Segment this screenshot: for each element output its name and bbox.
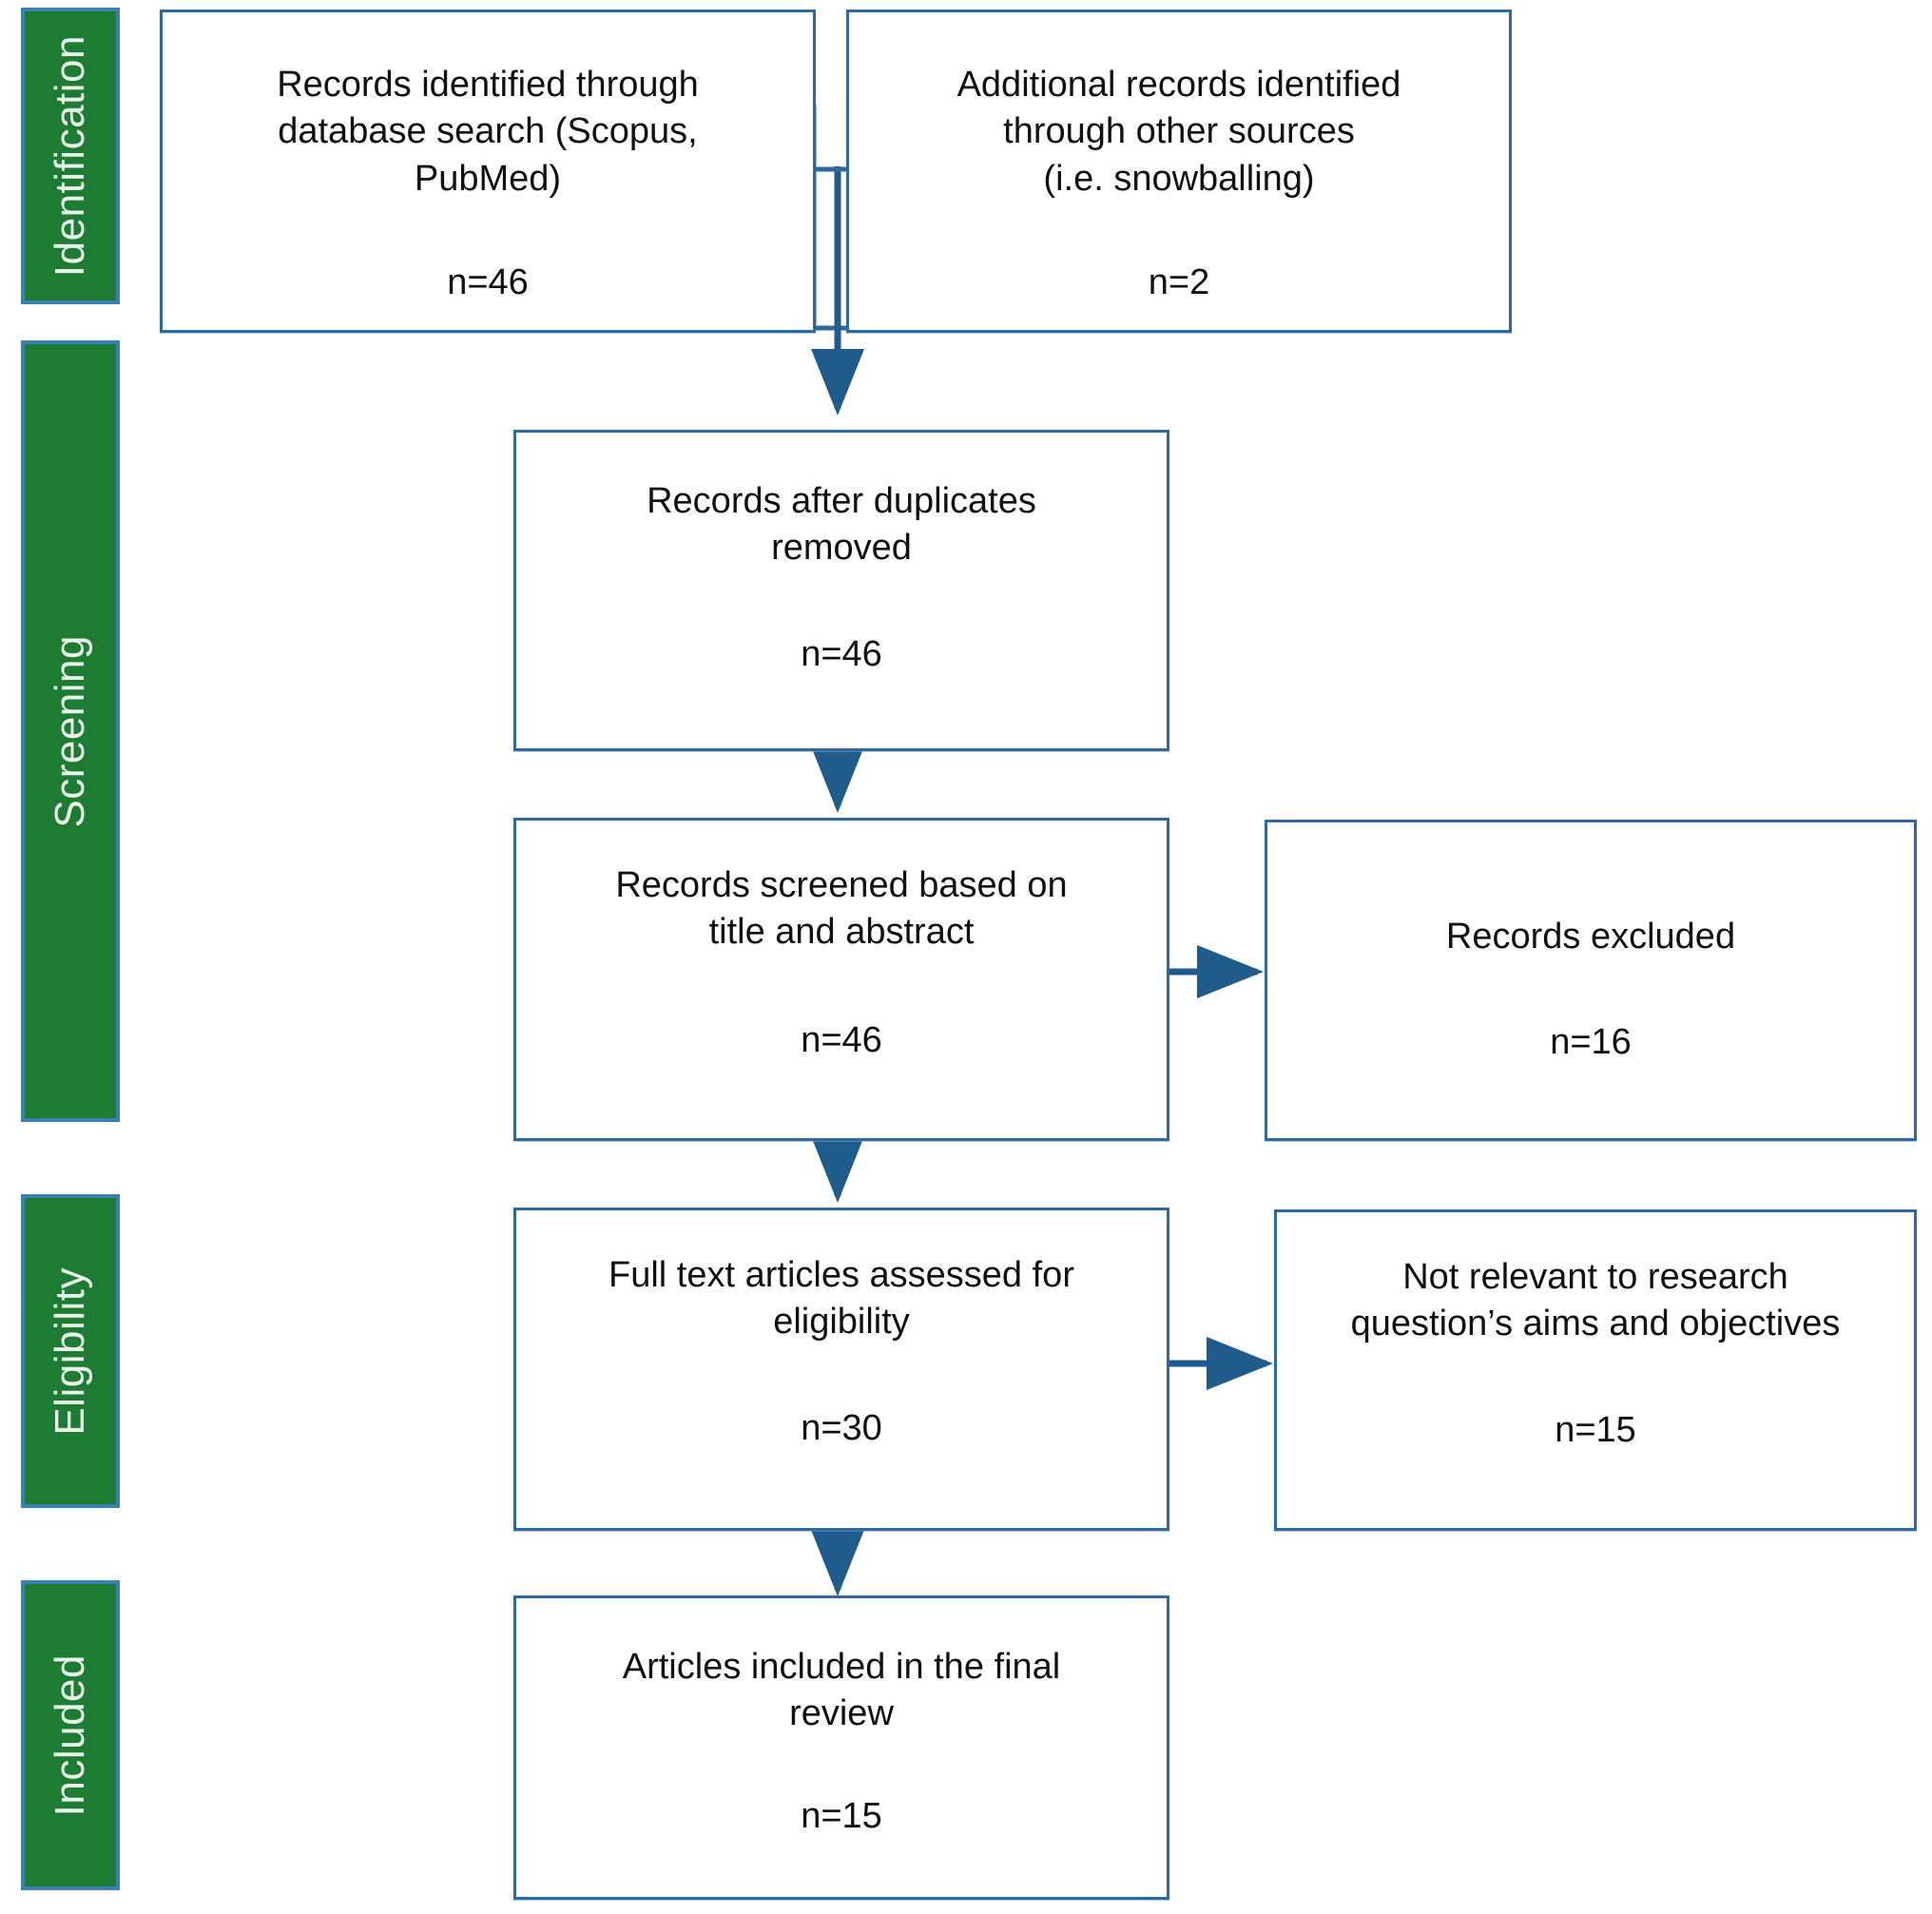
box-records-screened-text: Records screened based on title and abst… [615,865,1068,953]
box-not-relevant-count: n=15 [1555,1409,1636,1450]
box-records-identified-text: Records identified through database sear… [277,65,699,199]
box-full-text-assessed-text: Full text articles assessed for eligibil… [609,1255,1074,1343]
stage-bar-identification: Identification [21,8,120,304]
box-after-duplicates: Records after duplicates removed n=46 [513,430,1169,751]
box-records-identified-count: n=46 [447,262,529,303]
box-articles-included: Articles included in the final review n=… [513,1595,1169,1900]
box-additional-records-text: Additional records identified through ot… [956,65,1401,199]
box-articles-included-text: Articles included in the final review [622,1647,1061,1734]
stage-label-identification: Identification [47,34,93,278]
stage-label-eligibility: Eligibility [47,1266,93,1436]
stage-bar-included: Included [21,1580,120,1890]
box-records-excluded-text: Records excluded [1445,917,1736,957]
box-full-text-assessed: Full text articles assessed for eligibil… [513,1208,1169,1531]
stage-label-screening: Screening [47,634,93,828]
box-records-screened-count: n=46 [801,1019,882,1060]
box-records-screened: Records screened based on title and abst… [513,818,1169,1141]
box-records-excluded-count: n=16 [1550,1022,1632,1063]
stage-label-included: Included [47,1653,93,1817]
box-additional-records-count: n=2 [1148,262,1210,303]
stage-bar-screening: Screening [21,340,120,1122]
stage-bar-eligibility: Eligibility [21,1194,120,1508]
box-after-duplicates-text: Records after duplicates removed [647,481,1036,569]
box-records-excluded: Records excluded n=16 [1265,820,1917,1141]
box-articles-included-count: n=15 [801,1795,882,1836]
box-after-duplicates-count: n=46 [801,633,882,674]
box-records-identified: Records identified through database sear… [160,10,816,333]
box-full-text-assessed-count: n=30 [801,1407,882,1448]
box-not-relevant: Not relevant to research question’s aims… [1274,1209,1917,1531]
box-additional-records: Additional records identified through ot… [846,10,1512,333]
box-not-relevant-text: Not relevant to research question’s aims… [1350,1257,1841,1344]
